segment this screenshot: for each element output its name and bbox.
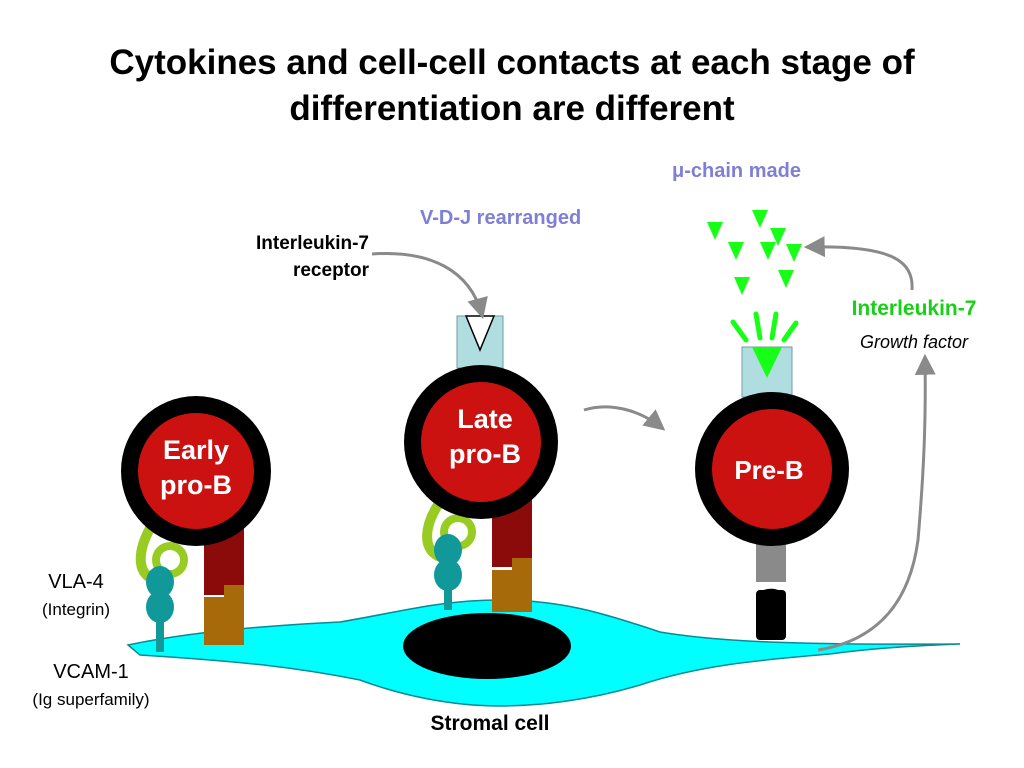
vla4-name: VLA-4 bbox=[48, 571, 104, 593]
vcam1-label: VCAM-1 (Ig superfamily) bbox=[0, 658, 182, 714]
pre-b-label: Pre-B bbox=[734, 455, 804, 485]
late-vcam1 bbox=[434, 534, 462, 610]
growth-factor-label: Growth factor bbox=[859, 332, 969, 352]
early-label-line-2: pro-B bbox=[160, 470, 232, 500]
title-line-2: differentiation are different bbox=[289, 89, 735, 128]
il7-receptor-label: Interleukin-7 receptor bbox=[256, 230, 369, 284]
il7-binding-rays bbox=[730, 311, 799, 343]
preb-contact-molecule bbox=[756, 540, 786, 640]
late-label-line-2: pro-B bbox=[449, 439, 521, 469]
stromal-nucleus bbox=[403, 613, 571, 679]
late-pro-b-label: Late pro-B bbox=[406, 402, 564, 472]
vla4-label: VLA-4 (Integrin) bbox=[40, 568, 112, 624]
vla4-class: (Integrin) bbox=[41, 600, 111, 619]
title-line-1: Cytokines and cell-cell contacts at each… bbox=[109, 43, 915, 82]
il7-label: Interleukin-7 bbox=[851, 297, 977, 320]
late-label-line-1: Late bbox=[457, 404, 513, 434]
mu-chain-triangles bbox=[707, 210, 802, 295]
early-pro-b-label: Early pro-B bbox=[121, 433, 271, 503]
preb-bound-il7 bbox=[752, 347, 782, 378]
il7-receptor-label-line-1: Interleukin-7 bbox=[256, 233, 369, 254]
vcam1-class: (Ig superfamily) bbox=[32, 690, 150, 709]
early-label-line-1: Early bbox=[162, 435, 230, 465]
il7-receptor-pointer-arrow bbox=[371, 252, 488, 320]
mu-chain-label: μ-chain made bbox=[672, 160, 801, 182]
stromal-cell-label: Stromal cell bbox=[430, 712, 550, 735]
growth-factor-upregulation-arrow bbox=[817, 353, 936, 652]
il7-receptor-label-line-2: receptor bbox=[292, 260, 369, 281]
page-title: Cytokines and cell-cell contacts at each… bbox=[0, 40, 1024, 132]
vcam1-name: VCAM-1 bbox=[53, 661, 129, 683]
early-vcam1 bbox=[146, 566, 174, 652]
late-to-preb-arrow bbox=[583, 405, 666, 431]
vdj-rearranged-label: V-D-J rearranged bbox=[420, 207, 582, 229]
il7-to-mu-chain-arrow bbox=[803, 236, 914, 291]
